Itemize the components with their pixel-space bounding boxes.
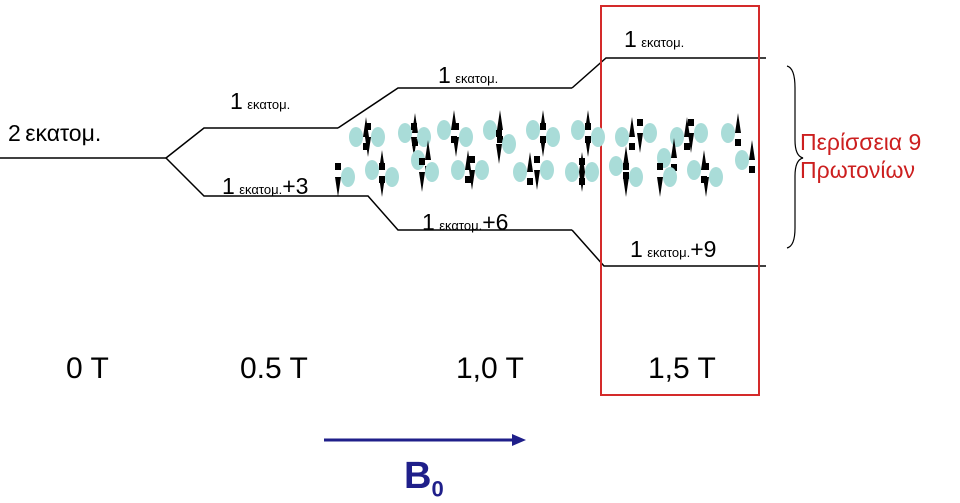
b0-label: B0 xyxy=(404,455,444,502)
proton-spin-down-icon xyxy=(419,158,439,192)
proton-spin-up-icon xyxy=(513,152,533,185)
proton-spin-down-icon xyxy=(703,163,723,197)
level-15t-down-label: 1 εκατομ.+9 xyxy=(630,236,717,262)
b0-arrow-icon xyxy=(324,434,526,446)
field-1t-label: 1,0 T xyxy=(456,352,524,385)
proton-spin-down-icon xyxy=(379,163,399,197)
proton-spin-down-icon xyxy=(657,163,677,197)
level-05t-down-label: 1 εκατομ.+3 xyxy=(222,173,309,199)
excess-line-1: Περίσσεια 9 xyxy=(800,129,922,155)
proton-spin-up-icon xyxy=(609,146,629,179)
proton-spin-down-icon xyxy=(688,119,708,153)
proton-spin-down-icon xyxy=(540,123,560,157)
proton-spin-down-icon xyxy=(411,123,431,157)
split-1t-up xyxy=(337,87,572,129)
proton-spin-down-icon xyxy=(335,163,355,197)
proton-spin-up-icon xyxy=(349,117,369,150)
proton-spin-up-icon xyxy=(451,150,471,183)
excess-protons-label: Περίσσεια 9 Πρωτονίων xyxy=(800,128,921,184)
curly-brace-icon xyxy=(786,65,804,249)
level-05t-up-label: 1 εκατομ. xyxy=(230,88,291,114)
level-15t-up-label: 1 εκατομ. xyxy=(624,26,685,52)
proton-spin-down-icon xyxy=(365,123,385,157)
proton-spin-down-icon xyxy=(469,156,489,190)
proton-spin-down-icon xyxy=(637,119,657,153)
level-0t-label: 2 εκατομ. xyxy=(8,120,102,146)
split-15t-down xyxy=(571,229,766,267)
proton-spin-up-icon xyxy=(721,113,741,146)
proton-spin-down-icon xyxy=(453,123,473,157)
proton-spin-down-icon xyxy=(496,130,516,164)
field-0t-label: 0 T xyxy=(66,352,109,385)
split-05t-down xyxy=(165,157,338,197)
proton-spin-up-icon xyxy=(615,117,635,150)
proton-spin-down-icon xyxy=(534,156,554,190)
split-15t-up xyxy=(571,57,766,89)
proton-spin-up-icon xyxy=(483,110,503,143)
excess-line-2: Πρωτονίων xyxy=(800,157,915,183)
proton-spin-down-icon xyxy=(623,163,643,197)
split-05t-up xyxy=(165,127,338,159)
proton-spin-up-icon xyxy=(735,140,755,173)
proton-spin-down-icon xyxy=(579,158,599,192)
split-1t-down xyxy=(338,195,572,231)
field-15t-label: 1,5 T xyxy=(648,352,716,385)
proton-spin-down-icon xyxy=(585,123,605,157)
proton-cloud xyxy=(335,110,755,197)
highlight-box xyxy=(600,5,760,396)
level-1t-down-label: 1 εκατομ.+6 xyxy=(422,209,509,235)
level-1t-up-label: 1 εκατομ. xyxy=(438,62,499,88)
field-05t-label: 0.5 T xyxy=(240,352,308,385)
